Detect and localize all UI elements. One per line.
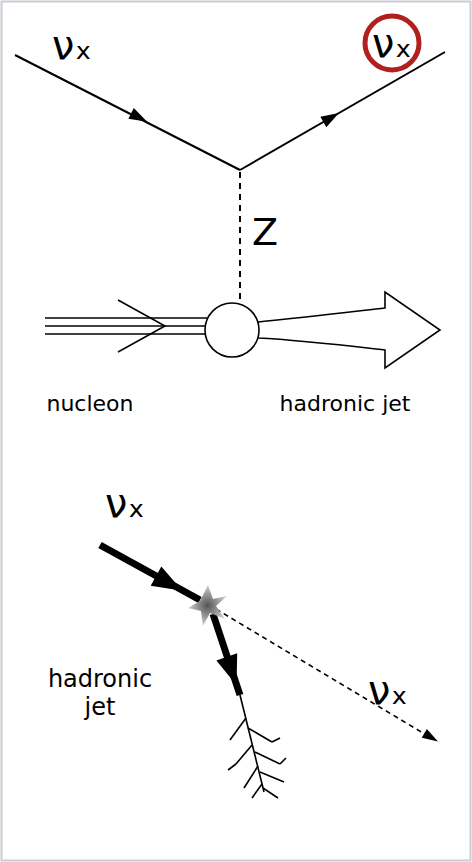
arrowhead (422, 729, 441, 746)
highlight-circle: νₓ (362, 13, 422, 73)
arrowhead (128, 108, 149, 127)
hadronic-jet-arrow (258, 292, 440, 368)
particle-label: nucleon (46, 391, 133, 416)
interaction-blob (205, 303, 259, 357)
circle-stroke (365, 16, 419, 70)
nucleon-chevron (118, 300, 165, 352)
arrowhead (151, 567, 188, 601)
arrowhead (320, 108, 342, 127)
outgoing-neutrino-track (216, 609, 428, 736)
arrowhead (216, 653, 247, 689)
z-boson-line (239, 172, 241, 302)
quark-line (45, 333, 207, 335)
neutrino-symbol: νₓ (372, 20, 412, 66)
neutrino-symbol: νₓ (368, 667, 408, 713)
quark-line (45, 317, 207, 319)
neutrino-symbol: νₓ (105, 480, 145, 526)
neutrino-symbol: νₓ (52, 22, 92, 68)
hadronic-shower (228, 695, 286, 798)
boson-symbol: Z (252, 211, 278, 255)
outgoing-neutrino-line (240, 52, 445, 170)
particle-label: hadronic jet (280, 391, 411, 416)
quark-line (45, 325, 205, 327)
interaction-star (188, 585, 227, 626)
incoming-neutrino-line (15, 55, 240, 170)
incoming-neutrino-track (100, 545, 200, 600)
particle-label: hadronic jet (40, 666, 160, 721)
